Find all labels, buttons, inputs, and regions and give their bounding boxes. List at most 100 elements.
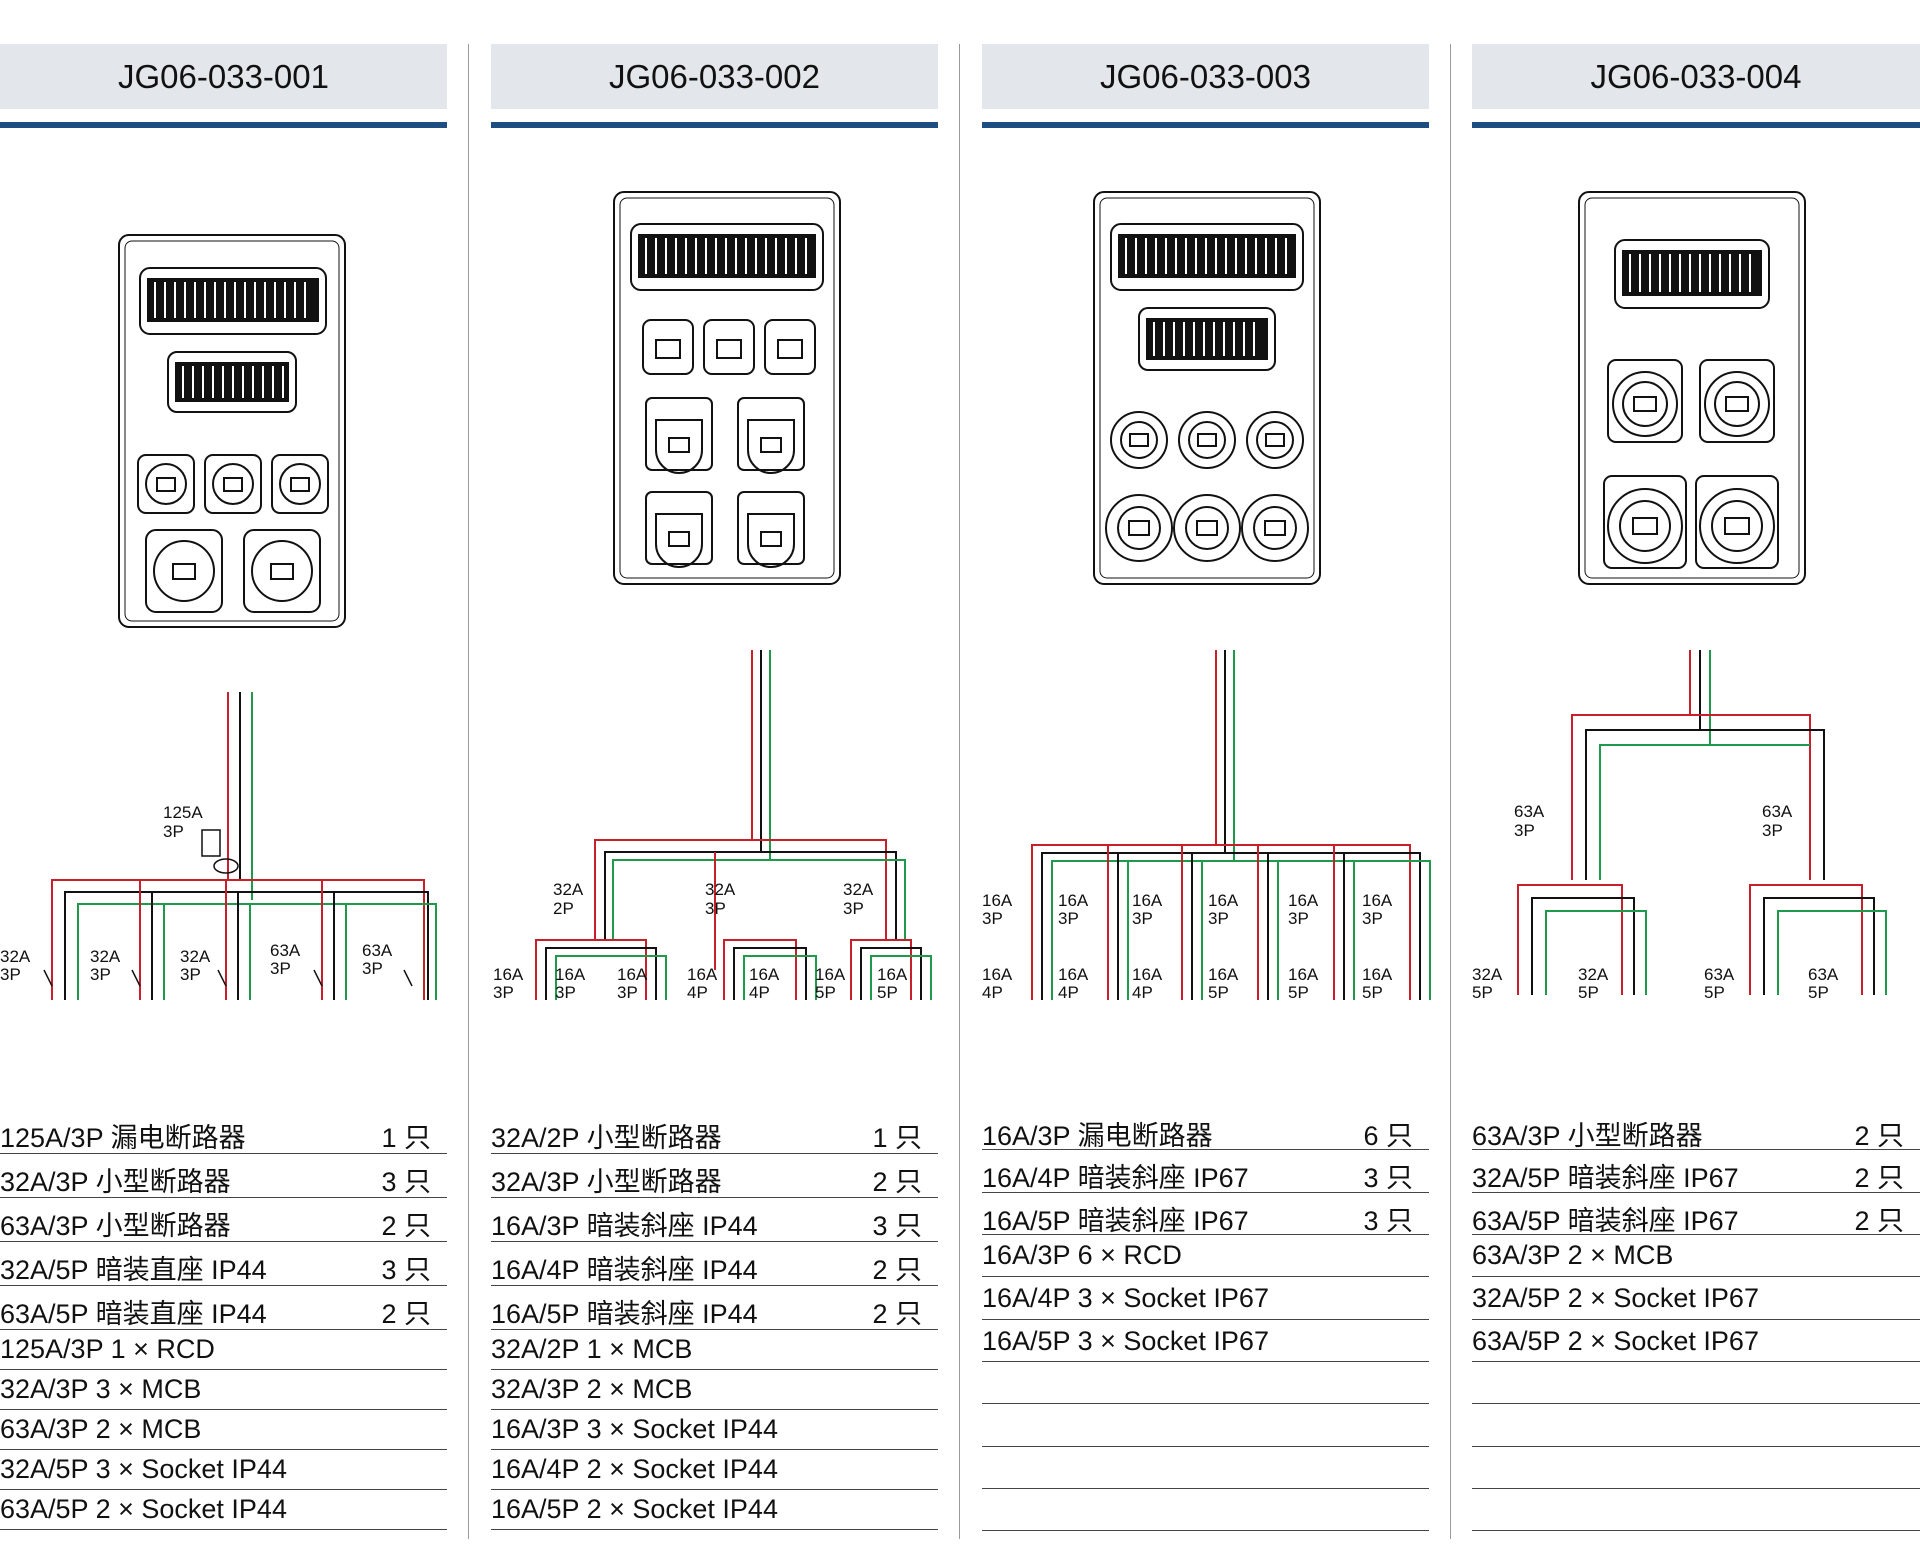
breaker-label: 3P [1208, 909, 1229, 928]
breaker-label: 3P [1288, 909, 1309, 928]
product-title: JG06-033-001 [0, 44, 447, 109]
breaker-label: 3P [843, 899, 864, 918]
column-divider [959, 44, 960, 1539]
row-spec: 63A/5P 2 × Socket IP44 [0, 1494, 287, 1524]
socket-label: 32A [1578, 965, 1609, 984]
row-qty: 3 只 [381, 1255, 431, 1285]
socket-label: 16A [687, 965, 718, 984]
socket-label: 5P [1288, 983, 1309, 1002]
row-qty: 2 只 [872, 1255, 922, 1285]
breaker-label: 3P [1058, 909, 1079, 928]
row-qty: 6 只 [1363, 1121, 1413, 1151]
table-row: 16A/4P 2 × Socket IP44 [491, 1450, 938, 1490]
enclosure-drawing [1578, 191, 1806, 585]
breaker-label: 3P [180, 965, 201, 984]
socket-label: 5P [1472, 983, 1493, 1002]
breaker-label: 32A [553, 880, 584, 899]
socket-label: 4P [687, 983, 708, 1002]
row-spec: 16A/4P 暗装斜座 IP44 [491, 1255, 758, 1285]
socket-label: 16A [815, 965, 846, 984]
row-spec: 32A/2P 小型断路器 [491, 1123, 722, 1153]
socket-label: 3P [617, 983, 638, 1002]
row-spec: 16A/5P 暗装斜座 IP44 [491, 1299, 758, 1329]
row-qty: 3 只 [872, 1211, 922, 1241]
breaker-label: 3P [163, 822, 184, 841]
socket-label: 4P [1058, 983, 1079, 1002]
breaker-label: 16A [982, 891, 1013, 910]
breaker-label: 63A [362, 941, 393, 960]
wiring-diagram: 16A 3P 16A 3P 16A 3P 16A 3P 16A 3P 16A 3… [982, 650, 1431, 1002]
column-divider [468, 44, 469, 1539]
enclosure-drawing [118, 234, 346, 628]
table-row [982, 1404, 1429, 1447]
row-spec: 16A/4P 2 × Socket IP44 [491, 1454, 778, 1484]
row-qty: 3 只 [1363, 1163, 1413, 1193]
table-row [1472, 1447, 1920, 1489]
breaker-label: 3P [270, 959, 291, 978]
breaker-label: 63A [270, 941, 301, 960]
socket-label: 5P [1808, 983, 1829, 1002]
table-row: 16A/3P 6 × RCD [982, 1235, 1429, 1277]
row-spec: 63A/3P 2 × MCB [1472, 1240, 1674, 1270]
table-row [982, 1489, 1429, 1531]
row-qty: 2 只 [381, 1299, 431, 1329]
breaker-label: 3P [1514, 821, 1535, 840]
row-qty: 1 只 [872, 1123, 922, 1153]
wiring-diagram: 32A 2P 32A 3P 32A 3P 16A 3P 16A 3P 16A 3… [493, 650, 932, 1002]
table-row [1472, 1404, 1920, 1447]
column-divider [1450, 44, 1451, 1539]
title-underline [982, 122, 1429, 128]
product-title: JG06-033-004 [1472, 44, 1920, 109]
row-spec: 16A/5P 3 × Socket IP67 [982, 1326, 1269, 1356]
row-spec: 32A/5P 3 × Socket IP44 [0, 1454, 287, 1484]
row-qty: 1 只 [381, 1123, 431, 1153]
breaker-label: 3P [1762, 821, 1783, 840]
row-spec: 125A/3P 1 × RCD [0, 1334, 215, 1364]
breaker-label: 16A [1362, 891, 1393, 910]
table-row: 63A/5P 暗装直座 IP44 2 只 [0, 1286, 447, 1330]
row-spec: 32A/5P 暗装斜座 IP67 [1472, 1163, 1739, 1193]
socket-label: 5P [877, 983, 898, 1002]
table-row: 16A/5P 2 × Socket IP44 [491, 1490, 938, 1530]
socket-label: 16A [1058, 965, 1089, 984]
breaker-label: 16A [1288, 891, 1319, 910]
table-row: 32A/5P 2 × Socket IP67 [1472, 1277, 1920, 1320]
row-spec: 63A/3P 小型断路器 [0, 1211, 231, 1241]
table-row [982, 1362, 1429, 1404]
breaker-label: 125A [163, 803, 203, 822]
table-row: 32A/3P 2 × MCB [491, 1370, 938, 1410]
row-spec: 16A/3P 漏电断路器 [982, 1121, 1213, 1151]
row-spec: 63A/5P 暗装直座 IP44 [0, 1299, 267, 1329]
socket-label: 16A [617, 965, 648, 984]
breaker-label: 32A [0, 947, 31, 966]
table-row: 16A/3P 漏电断路器 6 只 [982, 1108, 1429, 1151]
socket-label: 4P [749, 983, 770, 1002]
enclosure-drawing [613, 191, 841, 585]
breaker-label: 3P [0, 965, 21, 984]
row-qty: 2 只 [1854, 1206, 1904, 1236]
product-title: JG06-033-003 [982, 44, 1429, 109]
socket-label: 5P [1362, 983, 1383, 1002]
table-row: 16A/4P 暗装斜座 IP44 2 只 [491, 1242, 938, 1286]
socket-label: 3P [555, 983, 576, 1002]
title-underline [491, 122, 938, 128]
breaker-label: 3P [90, 965, 111, 984]
socket-label: 16A [1362, 965, 1393, 984]
row-spec: 32A/3P 小型断路器 [491, 1167, 722, 1197]
row-spec: 16A/5P 暗装斜座 IP67 [982, 1206, 1249, 1236]
product-title: JG06-033-002 [491, 44, 938, 109]
breaker-label: 16A [1058, 891, 1089, 910]
socket-label: 16A [493, 965, 524, 984]
wiring-diagram: 125A 3P 32A 3P 32A 3P 32A 3P 63A 3P 63A … [0, 692, 437, 1000]
socket-label: 16A [749, 965, 780, 984]
breaker-label: 16A [1132, 891, 1163, 910]
row-spec: 125A/3P 漏电断路器 [0, 1123, 246, 1153]
